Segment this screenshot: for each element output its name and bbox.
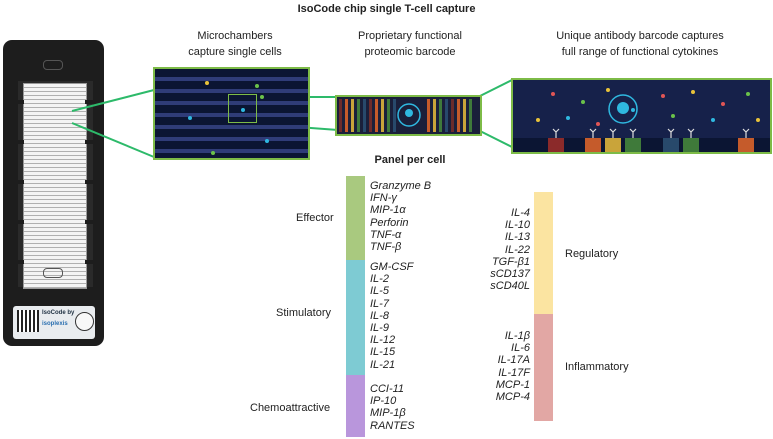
list-item: GM-CSF	[370, 261, 414, 273]
list-item: IL-15	[370, 346, 396, 359]
figure-title: IsoCode chip single T-cell capture	[297, 3, 476, 15]
group-label-stimulatory: Stimulatory	[276, 307, 332, 319]
chip-brand-line2: isoplexis	[42, 321, 68, 327]
list-effector: Granzyme B IFN-γ MIP-1α Perforin TNF-α T…	[370, 180, 431, 253]
microchamber-view	[153, 67, 310, 160]
list-chemoattractive: CCI-11 IP-10 MIP-1β RANTES	[370, 383, 415, 432]
list-item: IL-5	[370, 285, 389, 298]
list-item: IL-17A	[497, 354, 530, 367]
list-item: TNF-α	[370, 228, 402, 241]
list-item: IL-2	[370, 273, 389, 286]
group-label-effector: Effector	[296, 212, 334, 224]
group-label-inflammatory: Inflammatory	[565, 361, 629, 373]
list-item: IL-10	[504, 219, 530, 232]
list-item: MIP-1β	[370, 407, 406, 420]
chip-microchamber-array	[23, 83, 87, 289]
bar-inflammatory	[534, 314, 553, 421]
list-item: sCD40L	[490, 280, 530, 293]
list-inflammatory: IL-1β IL-6 IL-17A IL-17F MCP-1 MCP-4	[460, 330, 530, 403]
antibody-view	[511, 78, 772, 154]
list-item: RANTES	[370, 419, 415, 432]
list-item: IL-21	[370, 358, 396, 371]
list-item: IL-8	[370, 309, 389, 322]
list-item: TGF-β1	[491, 255, 530, 268]
bar-effector	[346, 176, 365, 260]
cell-nucleus-large	[617, 102, 629, 114]
group-label-chemoattractive: Chemoattractive	[250, 402, 331, 414]
zoom-box	[228, 94, 257, 123]
list-item: IL-1β	[504, 330, 530, 342]
list-item: Granzyme B	[370, 180, 432, 192]
group-label-regulatory: Regulatory	[565, 248, 619, 260]
list-item: CCI-11	[370, 383, 405, 395]
list-stimulatory: GM-CSF IL-2 IL-5 IL-7 IL-8 IL-9 IL-12 IL…	[370, 261, 413, 371]
list-item: MIP-1α	[370, 204, 406, 217]
list-item: Perforin	[370, 216, 409, 229]
list-item: IL-4	[511, 207, 530, 219]
barcode-view	[335, 95, 482, 136]
bar-regulatory	[534, 192, 553, 314]
chip-port-top	[43, 60, 63, 70]
caption-microchambers: Microchambers capture single cells	[188, 30, 282, 58]
bar-chemoattractive	[346, 375, 365, 437]
chip-label: IsoCode by isoplexis	[13, 306, 95, 339]
isocode-chip: IsoCode by isoplexis	[3, 40, 104, 346]
panel-title: Panel per cell	[374, 154, 446, 166]
cell-outline-large	[608, 94, 638, 124]
caption-antibody: Unique antibody barcode captures full ra…	[556, 30, 724, 58]
list-item: IL-22	[504, 243, 530, 256]
bar-stimulatory	[346, 260, 365, 375]
list-item: IL-6	[511, 342, 530, 355]
list-item: TNF-β	[370, 240, 402, 253]
caption-barcode: Proprietary functional proteomic barcode	[358, 30, 462, 58]
chip-brand-line1: IsoCode by	[42, 310, 75, 316]
cell-outline	[397, 103, 421, 127]
list-item: IP-10	[370, 395, 397, 408]
list-regulatory: IL-4 IL-10 IL-13 IL-22 TGF-β1 sCD137 sCD…	[460, 207, 530, 292]
list-item: IL-13	[504, 231, 530, 244]
qr-code-icon	[17, 310, 39, 332]
list-item: sCD137	[490, 267, 530, 280]
list-item: MCP-4	[495, 390, 530, 403]
list-item: IL-7	[370, 297, 389, 310]
cell-nucleus	[405, 109, 413, 117]
chip-inlet-circle	[75, 312, 94, 331]
list-item: IL-12	[370, 334, 396, 347]
list-item: IL-17F	[498, 366, 530, 379]
list-item: IL-9	[370, 321, 389, 334]
list-item: IFN-γ	[370, 192, 397, 205]
chip-port-bottom	[43, 268, 63, 278]
list-item: MCP-1	[495, 378, 530, 391]
